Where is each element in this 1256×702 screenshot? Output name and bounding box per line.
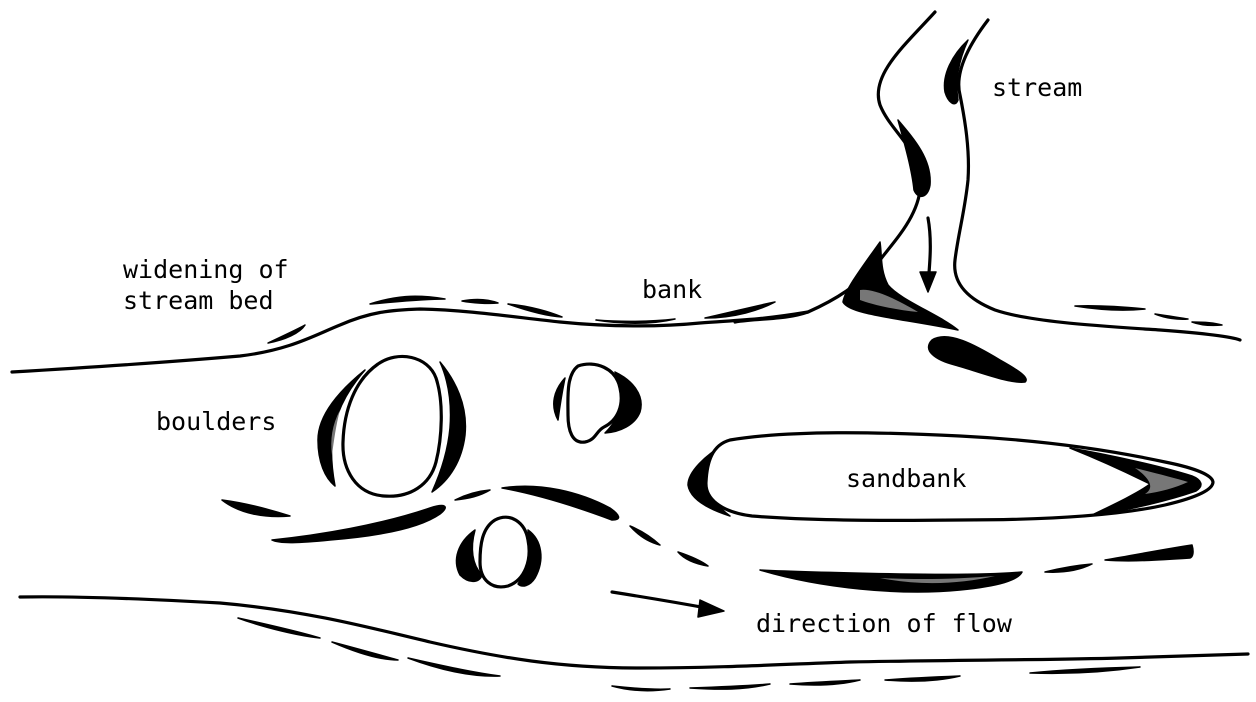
upper-bank-dash xyxy=(596,319,675,323)
upper-bank-dash xyxy=(1155,314,1188,319)
boulder-middle xyxy=(554,364,641,442)
flow-arrow-shaft xyxy=(612,592,712,609)
flow-direction-arrow xyxy=(612,592,724,617)
boulder-middle-shadow-left xyxy=(554,378,565,420)
current-streak xyxy=(1105,545,1193,561)
boulder-small-body xyxy=(480,517,529,587)
stream-shadow-top xyxy=(944,40,968,104)
stream-shadow-junction xyxy=(843,242,958,330)
upper-bank-dash xyxy=(1075,306,1145,310)
stream-drop-shape xyxy=(929,337,1027,382)
current-streak xyxy=(1045,564,1092,572)
stream-right-bank-line xyxy=(955,20,1240,340)
current-streak xyxy=(455,490,490,500)
boulder-large xyxy=(318,356,465,496)
current-streak xyxy=(760,570,1022,592)
stream-arrow-head xyxy=(920,272,936,292)
current-streak xyxy=(630,526,660,545)
lower-bank-dash xyxy=(1030,667,1140,673)
lower-bank-line xyxy=(20,597,1248,668)
label-widening-line2: stream bed xyxy=(123,286,274,315)
label-stream: stream xyxy=(992,73,1082,102)
current-streak xyxy=(678,552,708,566)
label-direction-of-flow: direction of flow xyxy=(756,609,1013,638)
label-boulders: boulders xyxy=(156,407,276,436)
stream-shadow-middle xyxy=(898,120,930,196)
lower-bank-dash xyxy=(612,686,670,691)
upper-bank-dash xyxy=(1192,322,1222,325)
lower-bank-dash xyxy=(238,618,320,638)
label-sandbank: sandbank xyxy=(846,464,966,493)
lower-bank-dash xyxy=(690,684,770,689)
stream-left-bank-line xyxy=(735,12,935,322)
boulders xyxy=(318,356,641,586)
stream-flow-arrow xyxy=(920,218,936,292)
lower-bank-dash xyxy=(885,676,960,681)
upper-bank-dash xyxy=(508,304,562,317)
lower-bank xyxy=(20,597,1248,691)
label-bank: bank xyxy=(642,275,702,304)
upper-bank-dash xyxy=(462,300,498,304)
flow-arrow-head xyxy=(698,600,724,617)
upper-bank-dash xyxy=(705,302,775,318)
boulder-small xyxy=(456,517,540,587)
lower-bank-dash xyxy=(790,680,860,685)
lower-bank-dash xyxy=(332,642,398,660)
current-streak xyxy=(502,486,619,520)
boulder-small-shadow-left xyxy=(456,530,482,581)
current-streak xyxy=(222,500,290,516)
tributary-stream xyxy=(735,12,1240,382)
label-widening-line1: widening of xyxy=(123,255,289,284)
lower-bank-dash xyxy=(408,658,500,676)
current-streak xyxy=(272,506,445,543)
upper-bank-dash xyxy=(370,296,445,304)
